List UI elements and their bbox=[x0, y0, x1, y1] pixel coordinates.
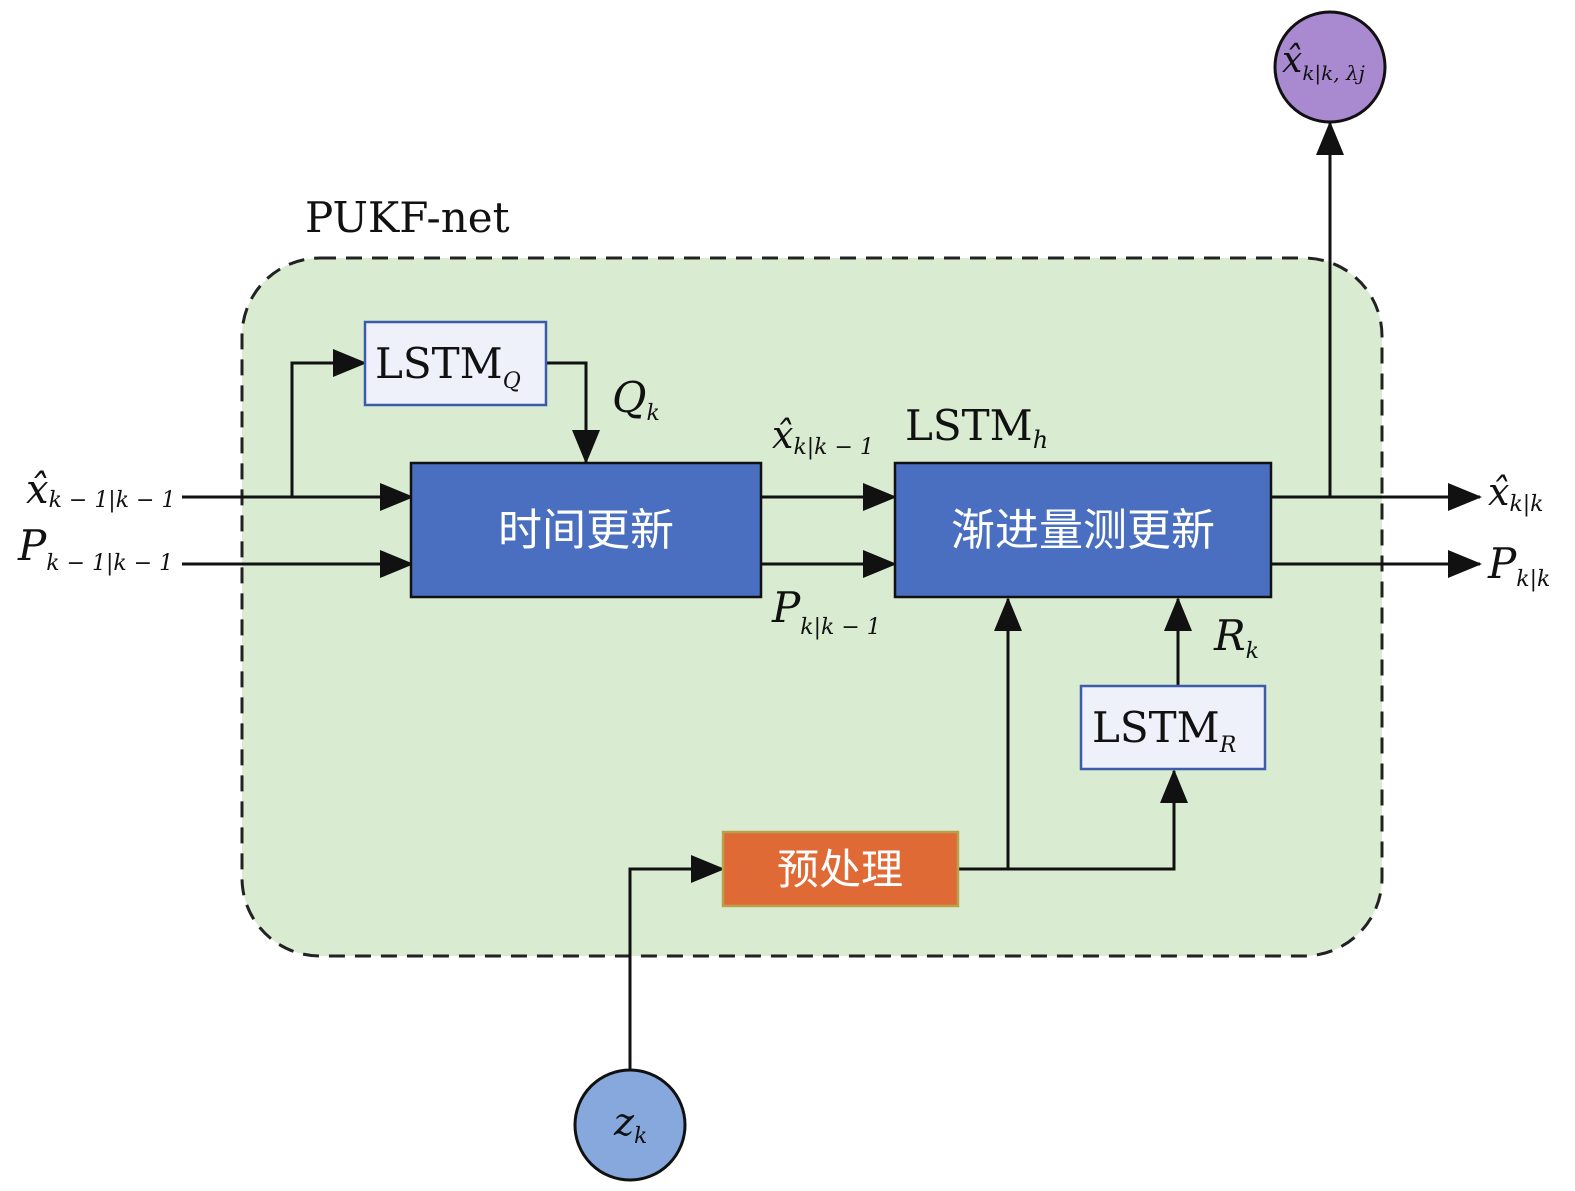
output-top-sub: k|k, λj bbox=[1302, 61, 1365, 86]
signal-q-k: Qk bbox=[612, 373, 660, 426]
arrow-z-k bbox=[628, 855, 725, 1070]
input-bottom-node: zk bbox=[573, 1068, 687, 1182]
signal-p-out-sub: k|k bbox=[1516, 567, 1550, 592]
time-update-label: 时间更新 bbox=[498, 505, 674, 556]
time-update-block: 时间更新 bbox=[409, 461, 763, 599]
signal-r-k-sub: k bbox=[1246, 639, 1259, 664]
svg-text:x̂k|k, λj: x̂k|k, λj bbox=[1282, 40, 1365, 86]
lstm-r-base: LSTM bbox=[1092, 703, 1220, 752]
signal-r-k-base: R bbox=[1213, 611, 1246, 660]
pukf-net-container bbox=[240, 256, 1384, 958]
lstm-h-base: LSTM bbox=[905, 401, 1033, 450]
signal-p-pred-sub: k|k − 1 bbox=[800, 615, 881, 640]
signal-x-pred-base: x̂ bbox=[772, 413, 793, 457]
measurement-update-label: 渐进量测更新 bbox=[951, 505, 1215, 556]
signal-p-out: Pk|k bbox=[1487, 539, 1550, 592]
input-bottom-base: z bbox=[613, 1100, 635, 1144]
svg-text:zk: zk bbox=[613, 1100, 647, 1149]
container-label: PUKF-net bbox=[305, 193, 510, 242]
signal-p-out-base: P bbox=[1487, 539, 1517, 588]
svg-text:LSTMQ: LSTMQ bbox=[375, 339, 521, 394]
signal-p-pred-base: P bbox=[771, 583, 801, 632]
signal-x-out-base: x̂ bbox=[1488, 470, 1509, 514]
signal-r-k: Rk bbox=[1213, 611, 1259, 664]
signal-p-in: Pk − 1|k − 1 bbox=[17, 521, 173, 576]
arrow-q-k bbox=[546, 361, 600, 464]
lstm-r-block: LSTMR bbox=[1079, 684, 1267, 771]
svg-text:LSTMR: LSTMR bbox=[1092, 703, 1236, 758]
signal-x-in-base: x̂ bbox=[26, 467, 49, 513]
preprocess-block: 预处理 bbox=[721, 830, 960, 908]
signal-x-in: x̂k − 1|k − 1 bbox=[26, 467, 175, 513]
signal-x-out: x̂k|k bbox=[1488, 470, 1544, 517]
signal-x-pred-sub: k|k − 1 bbox=[793, 435, 874, 460]
signal-x-out-sub: k|k bbox=[1509, 492, 1543, 517]
signal-x-pred: x̂k|k − 1 bbox=[772, 413, 874, 460]
preprocess-label: 预处理 bbox=[777, 845, 903, 894]
lstm-h-sub: h bbox=[1033, 426, 1048, 454]
output-top-base: x̂ bbox=[1282, 40, 1302, 81]
lstm-r-sub: R bbox=[1219, 733, 1237, 758]
lstm-q-sub: Q bbox=[503, 369, 521, 394]
signal-p-in-sub: k − 1|k − 1 bbox=[46, 551, 173, 576]
arrow-pre-to-lstm-r bbox=[1008, 769, 1188, 871]
output-top-node: x̂k|k, λj bbox=[1273, 10, 1387, 124]
lstm-h-label: LSTMh bbox=[905, 401, 1048, 454]
signal-q-k-sub: k bbox=[646, 401, 659, 426]
input-bottom-sub: k bbox=[634, 1124, 647, 1149]
signal-x-in-sub: k − 1|k − 1 bbox=[49, 488, 176, 513]
lstm-q-base: LSTM bbox=[375, 339, 503, 388]
signal-q-k-base: Q bbox=[612, 373, 646, 422]
measurement-update-block: 渐进量测更新 bbox=[893, 461, 1273, 599]
signal-p-in-base: P bbox=[17, 521, 47, 570]
signal-p-pred: Pk|k − 1 bbox=[771, 583, 881, 640]
lstm-q-block: LSTMQ bbox=[363, 320, 548, 407]
connectors bbox=[182, 121, 1482, 1070]
arrow-to-lstm-q bbox=[290, 349, 367, 497]
